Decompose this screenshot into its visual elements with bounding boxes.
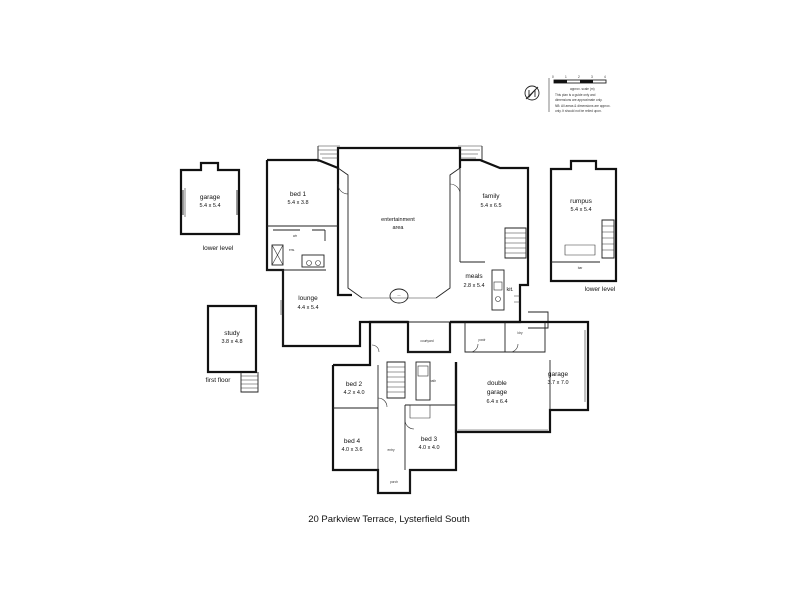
- caption-lower-level-left: lower level: [203, 245, 234, 252]
- room-label-ldry: ldry: [517, 331, 523, 335]
- room-label-bed2: bed 2: [346, 381, 363, 388]
- room-dim-garage-lower: 5.4 x 5.4: [199, 203, 220, 209]
- room-dim-meals: 2.8 x 5.4: [463, 283, 484, 289]
- room-dim-lounge: 4.4 x 5.4: [297, 305, 318, 311]
- room-dim-bed4: 4.0 x 3.6: [341, 447, 362, 453]
- room-label-garage-right: garage: [548, 371, 569, 378]
- lower-rumpus-plan: [549, 159, 618, 283]
- scale-note-4: only. It should not be relied upon.: [555, 109, 602, 113]
- room-label-rumpus: rumpus: [570, 198, 592, 205]
- room-label-double-garage-2: garage: [487, 389, 508, 396]
- room-label-garage-lower: garage: [200, 194, 221, 201]
- room-label-pwdr: pwdr: [479, 338, 487, 342]
- room-label-bed3: bed 3: [421, 436, 438, 443]
- scale-tick-3: 3: [591, 75, 593, 79]
- room-label-bath: bath: [430, 379, 436, 383]
- room-dim-study: 3.8 x 4.8: [221, 339, 242, 345]
- study-plan: [206, 304, 259, 393]
- scale-note-3: NB: All areas & dimensions are approx.: [555, 104, 611, 108]
- entertainment-feature-label: —: [397, 293, 401, 297]
- caption-first-floor: first floor: [206, 377, 232, 384]
- room-label-entry: entry: [387, 448, 394, 452]
- scale-tick-1: 1: [565, 75, 567, 79]
- scale-note-2: dimensions are approximate only.: [555, 98, 603, 102]
- room-dim-bed3: 4.0 x 4.0: [418, 445, 439, 451]
- scale-tick-4: 4: [604, 75, 606, 79]
- room-label-ens: ens.: [289, 248, 295, 252]
- caption-lower-level-right: lower level: [585, 286, 616, 293]
- room-label-study: study: [224, 330, 240, 337]
- room-label-porch: porch: [390, 480, 398, 484]
- room-dim-rumpus: 5.4 x 5.4: [570, 207, 591, 213]
- scale-label: approx. scale (m): [570, 87, 595, 91]
- room-dim-bed1: 5.4 x 3.8: [287, 200, 308, 206]
- room-dim-bed2: 4.2 x 4.0: [343, 390, 364, 396]
- room-dim-double-garage: 6.4 x 6.4: [486, 399, 507, 405]
- room-label-courtyard: courtyard: [420, 339, 434, 343]
- room-dim-family: 5.4 x 6.5: [480, 203, 501, 209]
- room-label-entertainment-2: area: [392, 225, 404, 231]
- scale-bar: 0 1 2 3 4 approx. scale (m) This plan is…: [548, 75, 611, 113]
- room-label-family: family: [483, 193, 501, 200]
- room-label-bed4: bed 4: [344, 438, 361, 445]
- scale-note-1: This plan is a guide only and: [555, 93, 596, 97]
- north-arrow-icon: [524, 85, 540, 101]
- scale-tick-0: 0: [552, 75, 554, 79]
- room-label-kit: kit.: [506, 287, 514, 293]
- room-label-bar: bar: [578, 266, 584, 270]
- room-label-double-garage: double: [487, 380, 507, 387]
- main-house-ground: [331, 320, 590, 495]
- lower-garage-plan: [179, 161, 241, 236]
- room-label-bed1: bed 1: [290, 191, 307, 198]
- property-address: 20 Parkview Terrace, Lysterfield South: [308, 514, 470, 525]
- room-label-meals: meals: [465, 273, 483, 280]
- main-house-upper: —: [265, 145, 549, 348]
- room-dim-garage-right: 3.7 x 7.0: [547, 380, 568, 386]
- scale-tick-2: 2: [578, 75, 580, 79]
- room-label-wir: wir: [293, 234, 298, 238]
- room-label-entertainment: entertainment: [381, 217, 415, 223]
- room-label-lounge: lounge: [298, 295, 318, 302]
